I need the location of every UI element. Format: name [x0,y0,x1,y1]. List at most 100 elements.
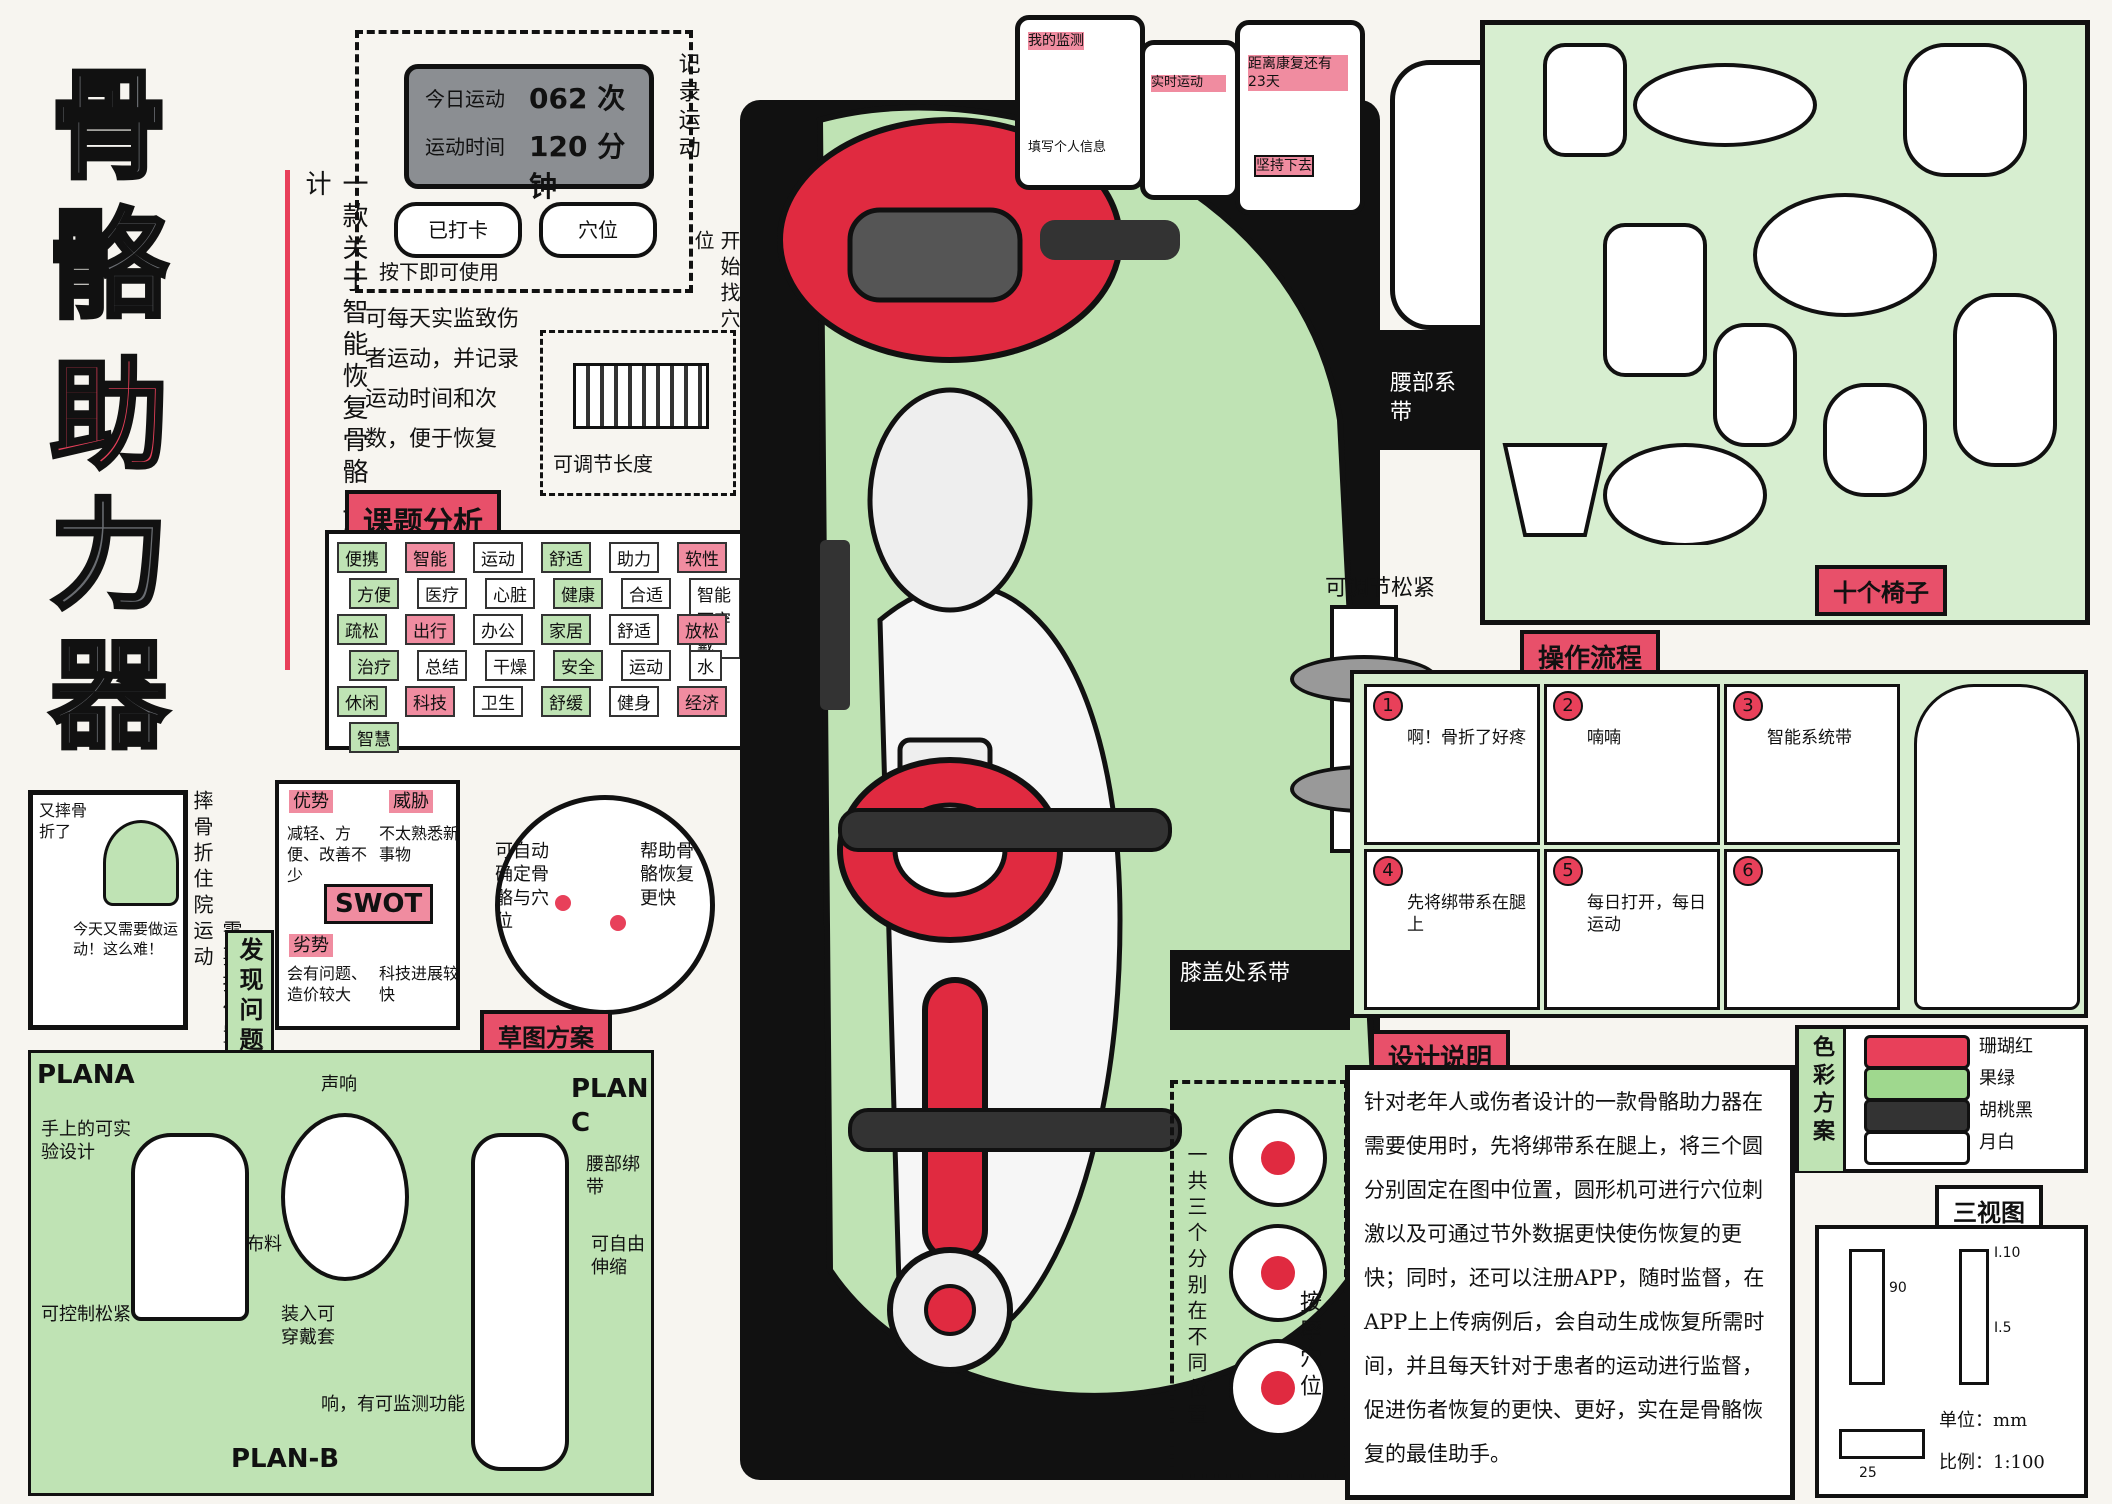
today-label: 今日运动 [425,87,505,111]
record-note: 记录运动 [674,52,700,164]
analysis-chip: 经济 [677,686,727,717]
flow-step-number: 6 [1733,856,1763,886]
swot-t2-text: 科技进展较快 [379,964,460,1004]
analysis-chip: 出行 [405,614,455,645]
analysis-chip: 水 [689,650,722,681]
design-desc-box: 针对老年人或伤者设计的一款骨骼助力器在需要使用时，先将绑带系在腿上，将三个圆分别… [1345,1065,1795,1500]
knee-label: 膝盖处系带 [1180,961,1291,986]
knee-note: 可自动确定骨骼与穴位 [495,841,549,933]
monitor-panel: 今日运动 062 次 运动时间 120 分钟 已打卡 穴位 按下即可使用 [355,30,693,293]
checkin-button[interactable]: 已打卡 [394,202,522,258]
color-swatch-1 [1864,1035,1970,1069]
flow-step-text: 喃喃 [1587,728,1621,748]
plan-c-note-1: 腰部绑带 [586,1154,640,1199]
analysis-chip: 总结 [417,650,467,681]
patient-sketch [103,820,179,906]
adjust-label: 可调节松紧 [1325,576,1436,601]
dim-4: 25 [1859,1465,1877,1481]
side-view [1959,1249,1989,1385]
knee-callout: 膝盖处系带 [1170,950,1350,1030]
color-swatch-3 [1864,1099,1970,1133]
analysis-chip: 方便 [349,578,399,609]
color-swatch-4 [1864,1131,1970,1165]
swot-w-title: 劣势 [289,934,333,958]
analysis-chip: 软性 [677,542,727,573]
analysis-chip: 疏松 [337,614,387,645]
analysis-chip: 健身 [609,686,659,717]
color-name-1: 珊瑚红 [1979,1036,2033,1057]
acupoint-button[interactable]: 穴位 [539,202,657,258]
acupoint-dot-2 [610,915,626,931]
phone-3: 距离康复还有23天 坚持下去 [1235,20,1365,215]
flow-step-text: 先将绑带系在腿上 [1407,893,1526,936]
dim-1: 90 [1889,1280,1907,1296]
flow-step-number: 1 [1373,691,1403,721]
strap-icon [573,363,709,429]
analysis-chip: 安全 [553,650,603,681]
analysis-chip: 合适 [621,578,671,609]
story-panel: 又摔骨折了 今天又需要做运动！这么难！ [28,790,188,1030]
analysis-chip: 运动 [473,542,523,573]
swot-w-text: 会有问题、造价较大 [287,964,368,1004]
analysis-board: 便携智能运动舒适助力软性方便医疗心脏健康合适智能可穿戴疏松出行办公家居舒适放松治… [325,530,745,753]
flow-step-number: 2 [1553,691,1583,721]
front-view [1849,1249,1885,1385]
analysis-chip: 智能 [405,542,455,573]
views-scale: 比例：1:100 [1939,1452,2045,1473]
acupoint-dot [555,895,571,911]
glove-sketch [131,1133,249,1321]
adjust-length-label: 可调节长度 [553,452,653,476]
title-char-1: 骨 [48,55,170,197]
flow-step-number: 4 [1373,856,1403,886]
color-name-2: 果绿 [1979,1068,2015,1089]
analysis-chip: 干燥 [485,650,535,681]
colors-title: 色彩方案 [1799,1029,1846,1171]
color-swatch-2 [1864,1067,1970,1101]
today-value: 062 次 [529,82,626,115]
time-value: 120 分钟 [529,130,626,203]
elder-illustration [1914,684,2080,1010]
product-svg [740,100,1384,1480]
phone-3-label: 距离康复还有23天 [1248,55,1348,92]
analysis-chip: 心脏 [485,578,535,609]
chairs-panel: 十个椅子 [1480,20,2090,625]
plan-a-title: PLANA [37,1060,135,1090]
knee-detail [495,795,715,1015]
color-name-3: 胡桃黑 [1979,1100,2033,1121]
title-char-2: 骼 [48,195,170,337]
swot-t-text: 不太熟悉新事物 [379,824,460,864]
massage-node-3 [1229,1339,1327,1437]
waist-label: 腰部系带 [1390,371,1457,425]
design-desc-text: 针对老年人或伤者设计的一款骨骼助力器在需要使用时，先将绑带系在腿上，将三个圆分别… [1364,1090,1765,1466]
plan-area: PLANA 手上的可实验设计 布料 可控制松紧 PLAN-B 声响 装入可穿戴套… [28,1050,654,1496]
analysis-chip: 卫生 [473,686,523,717]
monitor-desc: 可每天实监致伤者运动，并记录运动时间和次数，便于恢复 [365,307,520,452]
massage-panel: 一共三个分别在不同位置 [1170,1080,1348,1478]
acupoint-note: 开始找穴位 [691,230,741,334]
waist-callout: 腰部系带 [1380,330,1480,450]
plan-c-note-2: 可自由伸缩 [591,1234,645,1279]
massage-note: 一共三个分别在不同位置 [1184,1144,1208,1430]
phone-3-button[interactable]: 坚持下去 [1254,155,1314,178]
analysis-chip: 休闲 [337,686,387,717]
dim-2: I.10 [1994,1245,2021,1261]
issue-label: 发现问题 [225,930,274,1064]
press-note: 按下即可使用 [379,260,499,284]
flow-step-number: 3 [1733,691,1763,721]
title-char-5: 器 [48,625,170,767]
views-panel: 90 I.10 I.5 25 单位：mm 比例：1:100 [1815,1225,2088,1498]
story-badge: 摔骨折住院 [190,790,214,920]
analysis-chip: 舒适 [541,542,591,573]
analysis-chip: 科技 [405,686,455,717]
phone-1-label: 我的监测 [1028,32,1084,51]
plan-a-note-2: 可控制松紧 [41,1304,131,1325]
swot-panel: 优势 减轻、方便、改善不少 威胁 不太熟悉新事物 SWOT 劣势 会有问题、造价… [275,780,460,1030]
plan-a-note-3: 布料 [246,1234,282,1255]
top-view [1839,1429,1925,1459]
story-caption-1: 又摔骨折了 [39,801,88,841]
